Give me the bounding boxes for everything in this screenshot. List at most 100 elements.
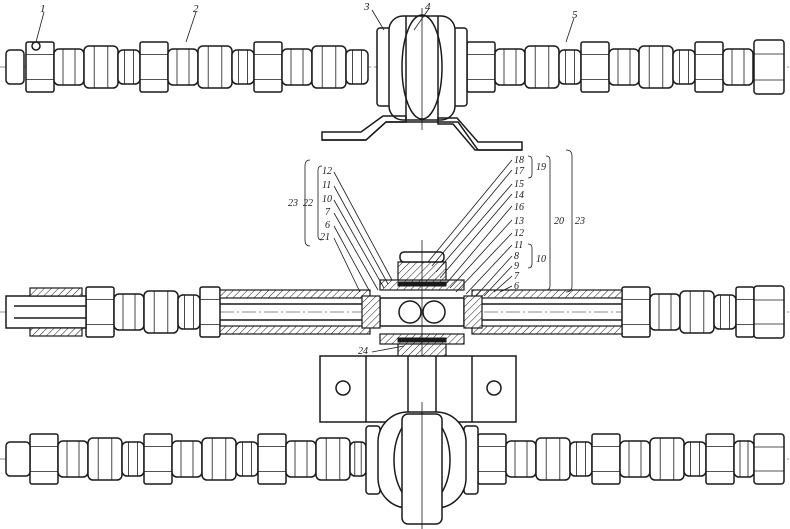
label-20: 20 (554, 216, 564, 227)
hose-sleeve (315, 437, 351, 481)
valve-left-seat (361, 295, 381, 329)
hex-nut (139, 41, 169, 93)
top-bracket-right (437, 117, 523, 151)
bottom-left-hose-chain (29, 433, 367, 485)
hex-nut (85, 286, 115, 338)
middle-section-assembly: 18 17 19 15 14 16 13 20 23 12 11 8 10 9 … (0, 149, 790, 423)
label-10-left: 10 (322, 194, 332, 205)
hose-sleeve (53, 48, 85, 86)
hose-sleeve (349, 441, 367, 477)
hex-nut (694, 41, 724, 93)
hex-nut (29, 433, 59, 485)
hex-nut (621, 286, 651, 338)
hose-sleeve (638, 45, 674, 89)
hose-sleeve (683, 441, 707, 477)
bottom-assembly (0, 402, 790, 529)
label-24: 24 (358, 346, 368, 357)
label-10-right: 10 (536, 254, 546, 265)
bottom-left-end-cap (5, 441, 31, 477)
hose-sleeve (201, 437, 237, 481)
bracket-bolt-hole-left (335, 380, 351, 396)
label-22: 22 (303, 198, 313, 209)
hose-sleeve (235, 441, 259, 477)
hose-sleeve (143, 290, 179, 334)
hex-nut (143, 433, 173, 485)
hose-sleeve (177, 294, 201, 330)
left-brackets (304, 159, 323, 247)
label-9: 9 (514, 261, 519, 272)
hex-nut (580, 41, 610, 93)
hose-sleeve (608, 48, 640, 86)
label-1: 1 (40, 3, 46, 15)
hose-sleeve (121, 441, 145, 477)
top-bracket-left (321, 115, 407, 141)
left-callout-leaders (333, 171, 393, 293)
label-5: 5 (572, 9, 578, 21)
hose-sleeve (83, 45, 119, 89)
hose-sleeve (285, 440, 317, 478)
hex-nut (705, 433, 735, 485)
label-16: 16 (514, 202, 524, 213)
hose-sleeve (619, 440, 651, 478)
hose-sleeve (281, 48, 313, 86)
label-3: 3 (363, 1, 370, 13)
bottom-right-nut (753, 433, 785, 485)
valve-ball-right (422, 300, 446, 324)
label-19: 19 (536, 162, 546, 173)
hex-nut (257, 433, 287, 485)
hex-nut (25, 41, 55, 93)
top-left-hose-chain (25, 41, 369, 93)
top-left-end-cap (5, 49, 25, 85)
hose-sleeve (649, 293, 681, 331)
hose-sleeve (345, 49, 369, 85)
bottom-right-hose-chain (477, 433, 755, 485)
middle-left-hose-chain (85, 286, 221, 338)
hose-sleeve (569, 441, 593, 477)
hose-sleeve (679, 290, 715, 334)
label-15: 15 (514, 179, 524, 190)
hose-sleeve (535, 437, 571, 481)
label-13: 13 (514, 216, 524, 227)
hose-sleeve (722, 48, 754, 86)
label-21: 21 (320, 232, 330, 243)
hex-nut (199, 286, 221, 338)
label-18: 18 (514, 155, 524, 166)
hose-sleeve (713, 294, 737, 330)
hose-sleeve (113, 293, 145, 331)
label-8: 8 (514, 251, 519, 262)
hose-sleeve (524, 45, 560, 89)
right-brackets (527, 149, 573, 293)
label-12-right: 12 (514, 228, 524, 239)
middle-right-hose-chain (621, 286, 755, 338)
hose-sleeve (672, 49, 696, 85)
left-sleeve-upper-section (219, 289, 371, 299)
top-assembly: 1 2 3 4 5 (0, 1, 790, 151)
label-6-right: 6 (514, 281, 519, 292)
label-23-left: 23 (288, 198, 298, 209)
valve-right-seat (463, 295, 483, 329)
top-right-nut (753, 39, 785, 95)
hose-sleeve (558, 49, 582, 85)
hose-sleeve (311, 45, 347, 89)
hose-sleeve (649, 437, 685, 481)
valve-ball-left (398, 300, 422, 324)
hose-sleeve (117, 49, 141, 85)
hose-sleeve (494, 48, 526, 86)
bracket-bolt-hole-right (486, 380, 502, 396)
hose-sleeve (197, 45, 233, 89)
hose-sleeve (171, 440, 203, 478)
label-14: 14 (514, 190, 524, 201)
hex-nut (466, 41, 496, 93)
right-sleeve-lower-section (471, 325, 623, 335)
hose-sleeve (87, 437, 123, 481)
label-2: 2 (193, 3, 199, 15)
hose-sleeve (57, 440, 89, 478)
hex-nut (735, 286, 755, 338)
label-4: 4 (425, 1, 431, 13)
label-11-left: 11 (322, 180, 331, 191)
label-17: 17 (514, 166, 525, 177)
label-11-right: 11 (514, 240, 523, 251)
label-12-left: 12 (322, 166, 332, 177)
middle-right-nut (753, 285, 785, 339)
